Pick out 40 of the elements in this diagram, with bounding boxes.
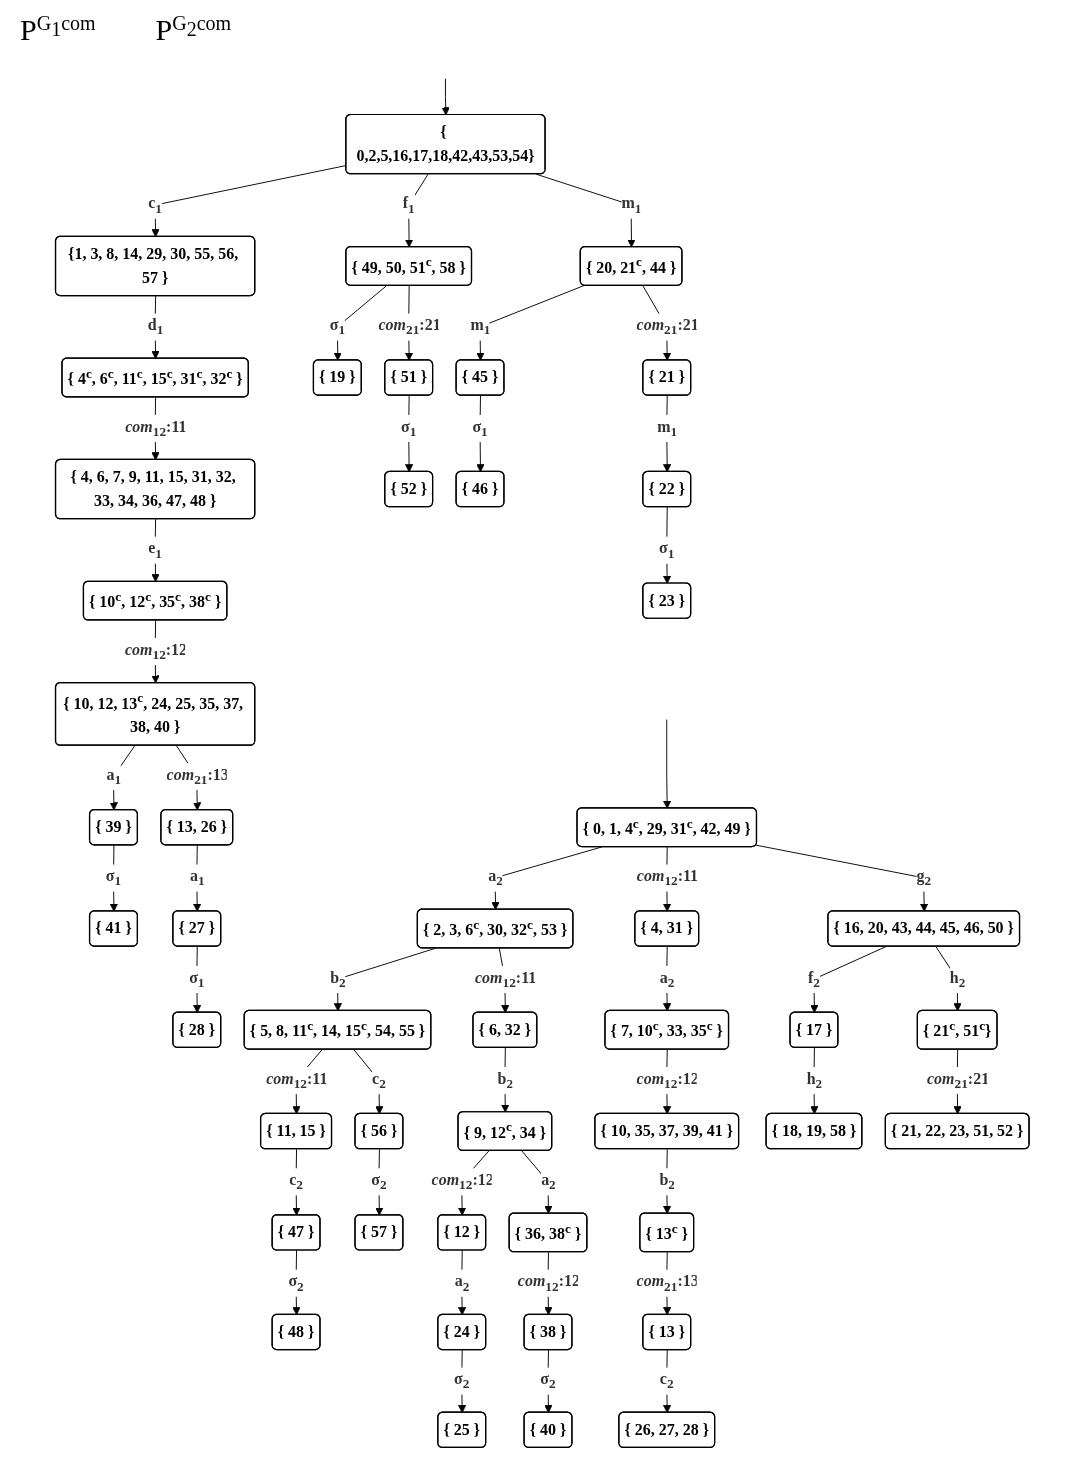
edge-label: σ$_{1}$ (472, 417, 488, 439)
edge-label: a$_{1}$ (190, 867, 205, 889)
edge-label: com$_{12}$:11 (266, 1069, 328, 1091)
edge-label: f$_{1}$ (402, 194, 415, 216)
edge-label: com$_{12}$:11 (125, 417, 187, 439)
edge-label: c$_{2}$ (372, 1069, 387, 1091)
edge-label: c$_{2}$ (660, 1370, 674, 1392)
edge-label: σ$_{2}$ (288, 1272, 304, 1294)
edge-label: a$_{2}$ (488, 867, 504, 889)
edge-label: com$_{12}$:11 (475, 968, 537, 990)
edge-label: σ$_{2}$ (454, 1370, 470, 1392)
edge-label: σ$_{1}$ (329, 316, 346, 338)
edge-label: σ$_{1}$ (106, 867, 122, 889)
edge-label: m$_{1}$ (470, 316, 491, 338)
edge-label: g$_{2}$ (916, 867, 932, 889)
edge-label: m$_{1}$ (621, 194, 642, 216)
edge-label: h$_{2}$ (950, 968, 966, 990)
edge-label: com$_{21}$:21 (636, 316, 699, 338)
edge-label: e$_{1}$ (148, 539, 163, 561)
edge-label: f$_{2}$ (808, 968, 821, 990)
edge-label: σ$_{2}$ (540, 1370, 556, 1392)
edge-label: b$_{2}$ (330, 968, 346, 990)
edge-label: b$_{2}$ (659, 1171, 676, 1193)
edge-label: a$_{1}$ (106, 765, 122, 787)
edge-label: σ$_{1}$ (401, 417, 417, 439)
edge-label: com$_{21}$:21 (927, 1069, 990, 1091)
edge-label: σ$_{1}$ (189, 968, 205, 990)
edge-label: com$_{21}$:21 (378, 316, 441, 338)
edge-label: c$_{2}$ (289, 1171, 304, 1193)
edge-label: c$_{1}$ (148, 194, 163, 216)
edge-label: com$_{12}$:11 (637, 867, 699, 889)
edge-label: b$_{2}$ (497, 1069, 514, 1091)
edge-label: σ$_{2}$ (371, 1171, 387, 1193)
edge-label: a$_{2}$ (660, 968, 675, 990)
edge-label: h$_{2}$ (806, 1069, 823, 1091)
edge-label: d$_{1}$ (148, 316, 164, 338)
edge-label: σ$_{1}$ (659, 539, 675, 561)
edge-label: m$_{1}$ (657, 417, 678, 439)
edge-label: a$_{2}$ (455, 1272, 470, 1294)
edge-label: a$_{2}$ (541, 1171, 556, 1193)
